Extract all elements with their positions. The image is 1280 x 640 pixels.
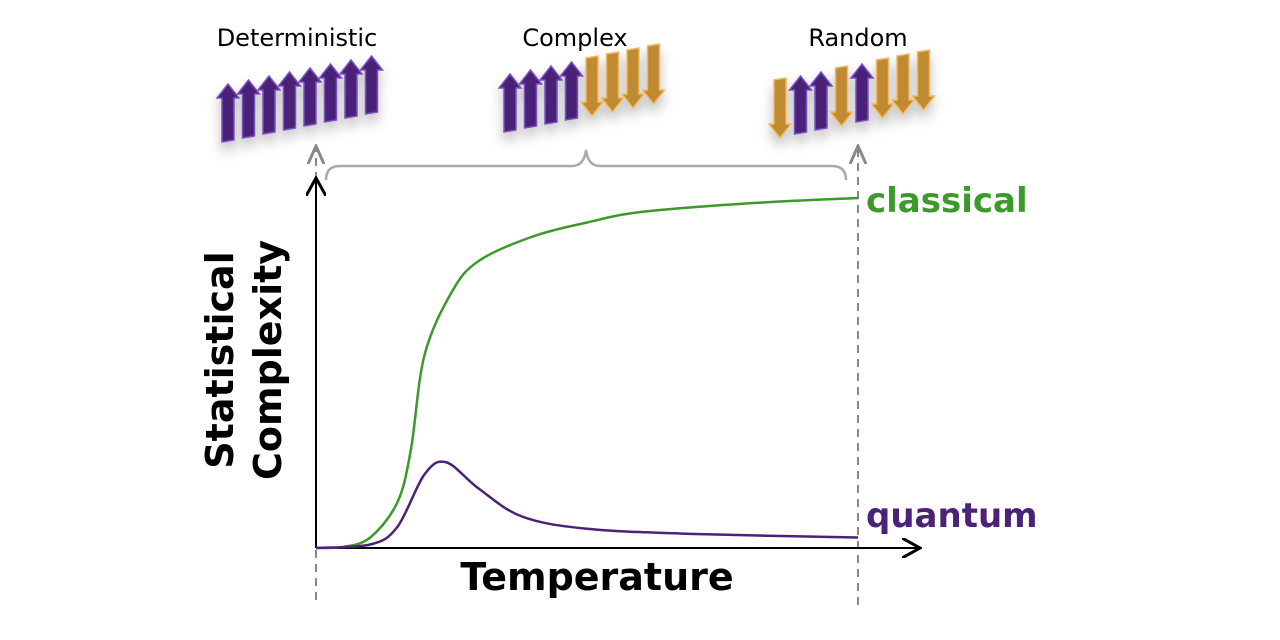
spin-up-arrow-icon: [849, 62, 875, 123]
x-axis-label: Temperature: [460, 555, 733, 599]
spin-down-arrow-icon: [640, 43, 667, 106]
spin-chains: [215, 43, 937, 143]
series-quantum-line: [315, 460, 859, 550]
spin-chain-deterministic: [215, 54, 385, 143]
regime-label-random: Random: [808, 24, 907, 52]
spin-down-arrow-icon: [599, 51, 626, 114]
spin-down-arrow-icon: [869, 57, 896, 120]
spin-chain-random: [767, 49, 937, 140]
curly-brace: [324, 149, 848, 181]
spin-down-arrow-icon: [910, 49, 937, 112]
spin-down-arrow-icon: [828, 65, 855, 128]
spin-up-arrow-icon: [517, 68, 544, 129]
regime-label-complex: Complex: [522, 24, 627, 52]
spin-down-arrow-icon: [890, 53, 916, 116]
y-axis-label-line-1: Statistical: [198, 251, 242, 468]
spin-up-arrow-icon: [358, 54, 385, 115]
y-axis-label: Statistical Complexity: [198, 240, 290, 480]
spin-up-arrow-icon: [256, 74, 282, 135]
spin-up-arrow-icon: [538, 64, 564, 125]
spin-chain-complex: [497, 43, 667, 133]
spin-up-arrow-icon: [297, 66, 323, 127]
spin-up-arrow-icon: [787, 74, 814, 135]
spin-up-arrow-icon: [808, 70, 834, 131]
spin-up-arrow-icon: [215, 82, 241, 143]
y-axis-label-line-2: Complexity: [246, 240, 290, 480]
series-classical-line: [315, 196, 859, 550]
spin-up-arrow-icon: [558, 60, 585, 121]
spin-down-arrow-icon: [579, 55, 605, 118]
spin-down-arrow-icon: [767, 77, 793, 140]
spin-up-arrow-icon: [317, 62, 344, 123]
spin-up-arrow-icon: [276, 70, 303, 131]
regime-label-deterministic: Deterministic: [217, 24, 378, 52]
spin-up-arrow-icon: [235, 78, 262, 139]
spin-down-arrow-icon: [620, 47, 646, 110]
legend-classical: classical: [866, 181, 1028, 221]
spin-up-arrow-icon: [497, 72, 523, 133]
spin-up-arrow-icon: [338, 58, 364, 119]
legend-quantum: quantum: [866, 496, 1038, 536]
